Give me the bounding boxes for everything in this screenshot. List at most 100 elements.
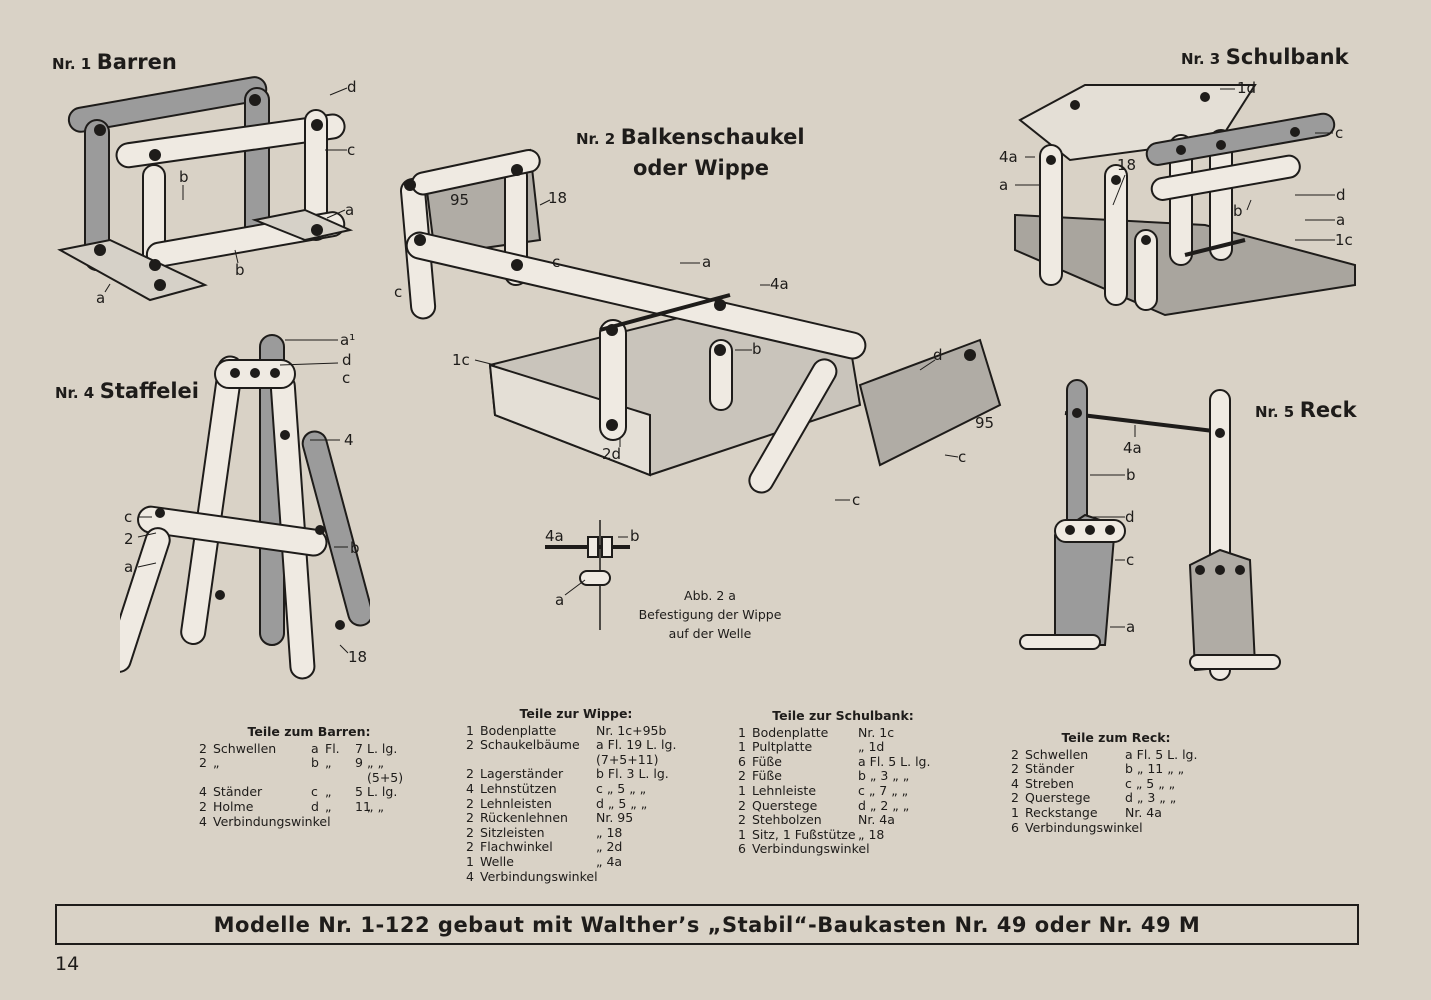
model-1-name: Barren bbox=[96, 50, 177, 74]
parts-unit: L. lg. bbox=[367, 740, 398, 756]
parts-spec: Nr. 4a bbox=[1125, 804, 1162, 820]
parts-spec: a Fl. 19 L. lg. bbox=[596, 737, 677, 753]
parts-name: Ständer bbox=[1025, 761, 1075, 777]
parts-name: Flachwinkel bbox=[480, 839, 553, 855]
model-5-title: Nr. 5 Reck bbox=[1255, 398, 1357, 422]
reck-illustration: 4a b d c a bbox=[1019, 379, 1281, 681]
parts-size: 11 bbox=[355, 798, 371, 814]
parts-qty: 2 bbox=[199, 740, 207, 756]
parts-qty: 6 bbox=[738, 841, 746, 857]
staffelei-label-a1: a¹ bbox=[340, 331, 355, 349]
model-1-title: Nr. 1 Barren bbox=[52, 50, 177, 74]
parts-spec: d „ 2 „ „ bbox=[858, 797, 910, 813]
parts-list-schulbank-title: Teile zur Schulbank: bbox=[772, 708, 914, 723]
parts-row: 6 Verbindungswinkel bbox=[738, 842, 948, 857]
detail-label-b: b bbox=[630, 527, 640, 545]
parts-name: Verbindungswinkel bbox=[752, 841, 870, 857]
staffelei-label-b: b bbox=[350, 539, 360, 557]
parts-qty: 4 bbox=[1011, 775, 1019, 791]
reck-label-d: d bbox=[1125, 508, 1135, 526]
staffelei-illustration: a¹ d c 4 c 2 b a 18 bbox=[120, 331, 370, 680]
parts-qty: 4 bbox=[199, 784, 207, 800]
parts-row: 2„b„9„ „ bbox=[199, 756, 419, 771]
wippe-label-d: d bbox=[933, 346, 943, 364]
figure-caption: Abb. 2 a Befestigung der Wippe auf der W… bbox=[620, 586, 800, 643]
reck-label-c: c bbox=[1126, 551, 1134, 569]
schulbank-label-a: a bbox=[999, 176, 1008, 194]
model-2-nr: Nr. 2 bbox=[576, 130, 616, 148]
parts-list-reck-title: Teile zum Reck: bbox=[1061, 730, 1171, 745]
parts-name: Verbindungswinkel bbox=[213, 813, 331, 829]
barren-label-a2: a bbox=[96, 289, 105, 307]
parts-spec: d „ 3 „ „ bbox=[1125, 790, 1177, 806]
parts-spec: c „ 7 „ „ bbox=[858, 782, 909, 798]
parts-name: Querstege bbox=[1025, 790, 1091, 806]
parts-row: 6 Verbindungswinkel bbox=[1011, 819, 1221, 836]
parts-spec: „ 1d bbox=[858, 739, 885, 755]
parts-row: 2 Querstege d „ 3 „ „ bbox=[1011, 791, 1221, 806]
parts-name: Füße bbox=[752, 768, 782, 784]
barren-illustration: d c b a b a bbox=[57, 76, 357, 307]
parts-name: Lehnstützen bbox=[480, 780, 557, 796]
parts-size: 9 bbox=[355, 755, 363, 771]
parts-name: Verbindungswinkel bbox=[1025, 819, 1143, 835]
wippe-label-c3: c bbox=[958, 448, 966, 466]
parts-size: 7 bbox=[355, 740, 363, 756]
model-4-nr: Nr. 4 bbox=[55, 384, 95, 402]
detail-label-4a: 4a bbox=[545, 527, 564, 545]
model-5-name: Reck bbox=[1299, 398, 1357, 422]
parts-qty: 1 bbox=[738, 782, 746, 798]
parts-spec: „ 18 bbox=[596, 824, 623, 840]
staffelei-label-a: a bbox=[124, 558, 133, 576]
parts-kind: „ bbox=[325, 755, 332, 771]
wippe-label-4a: 4a bbox=[770, 275, 789, 293]
parts-qty: 2 bbox=[199, 798, 207, 814]
parts-qty: 2 bbox=[466, 824, 474, 840]
parts-qty: 1 bbox=[1011, 804, 1019, 820]
caption-line-1: Abb. 2 a bbox=[684, 588, 736, 603]
parts-qty: 6 bbox=[738, 753, 746, 769]
parts-qty: 2 bbox=[466, 766, 474, 782]
wippe-label-c2: c bbox=[394, 283, 402, 301]
parts-qty: 2 bbox=[466, 839, 474, 855]
parts-spec: Nr. 1c+95b bbox=[596, 722, 667, 738]
parts-kind: Fl. bbox=[325, 740, 340, 756]
parts-name: Bodenplatte bbox=[752, 724, 829, 740]
model-2-name-line2: oder Wippe bbox=[633, 156, 770, 180]
parts-qty: 2 bbox=[1011, 790, 1019, 806]
parts-qty: 4 bbox=[466, 780, 474, 796]
parts-code: d bbox=[311, 798, 319, 814]
parts-name: Lehnleisten bbox=[480, 795, 552, 811]
parts-kind: „ bbox=[325, 784, 332, 800]
barren-label-a: a bbox=[345, 201, 354, 219]
detail-label-a: a bbox=[555, 591, 564, 609]
parts-name: „ bbox=[213, 755, 220, 771]
parts-name: Schwellen bbox=[213, 740, 277, 756]
reck-label-b: b bbox=[1126, 466, 1136, 484]
schulbank-label-4a: 4a bbox=[999, 148, 1018, 166]
parts-spec: c „ 5 „ „ bbox=[1125, 775, 1176, 791]
caption-line-2: Befestigung der Wippe bbox=[638, 607, 782, 622]
parts-qty: 6 bbox=[1011, 819, 1019, 835]
wippe-label-1c: 1c bbox=[452, 351, 470, 369]
barren-label-b2: b bbox=[235, 261, 245, 279]
parts-qty: 2 bbox=[199, 755, 207, 771]
parts-list-wippe-title: Teile zur Wippe: bbox=[519, 706, 633, 721]
